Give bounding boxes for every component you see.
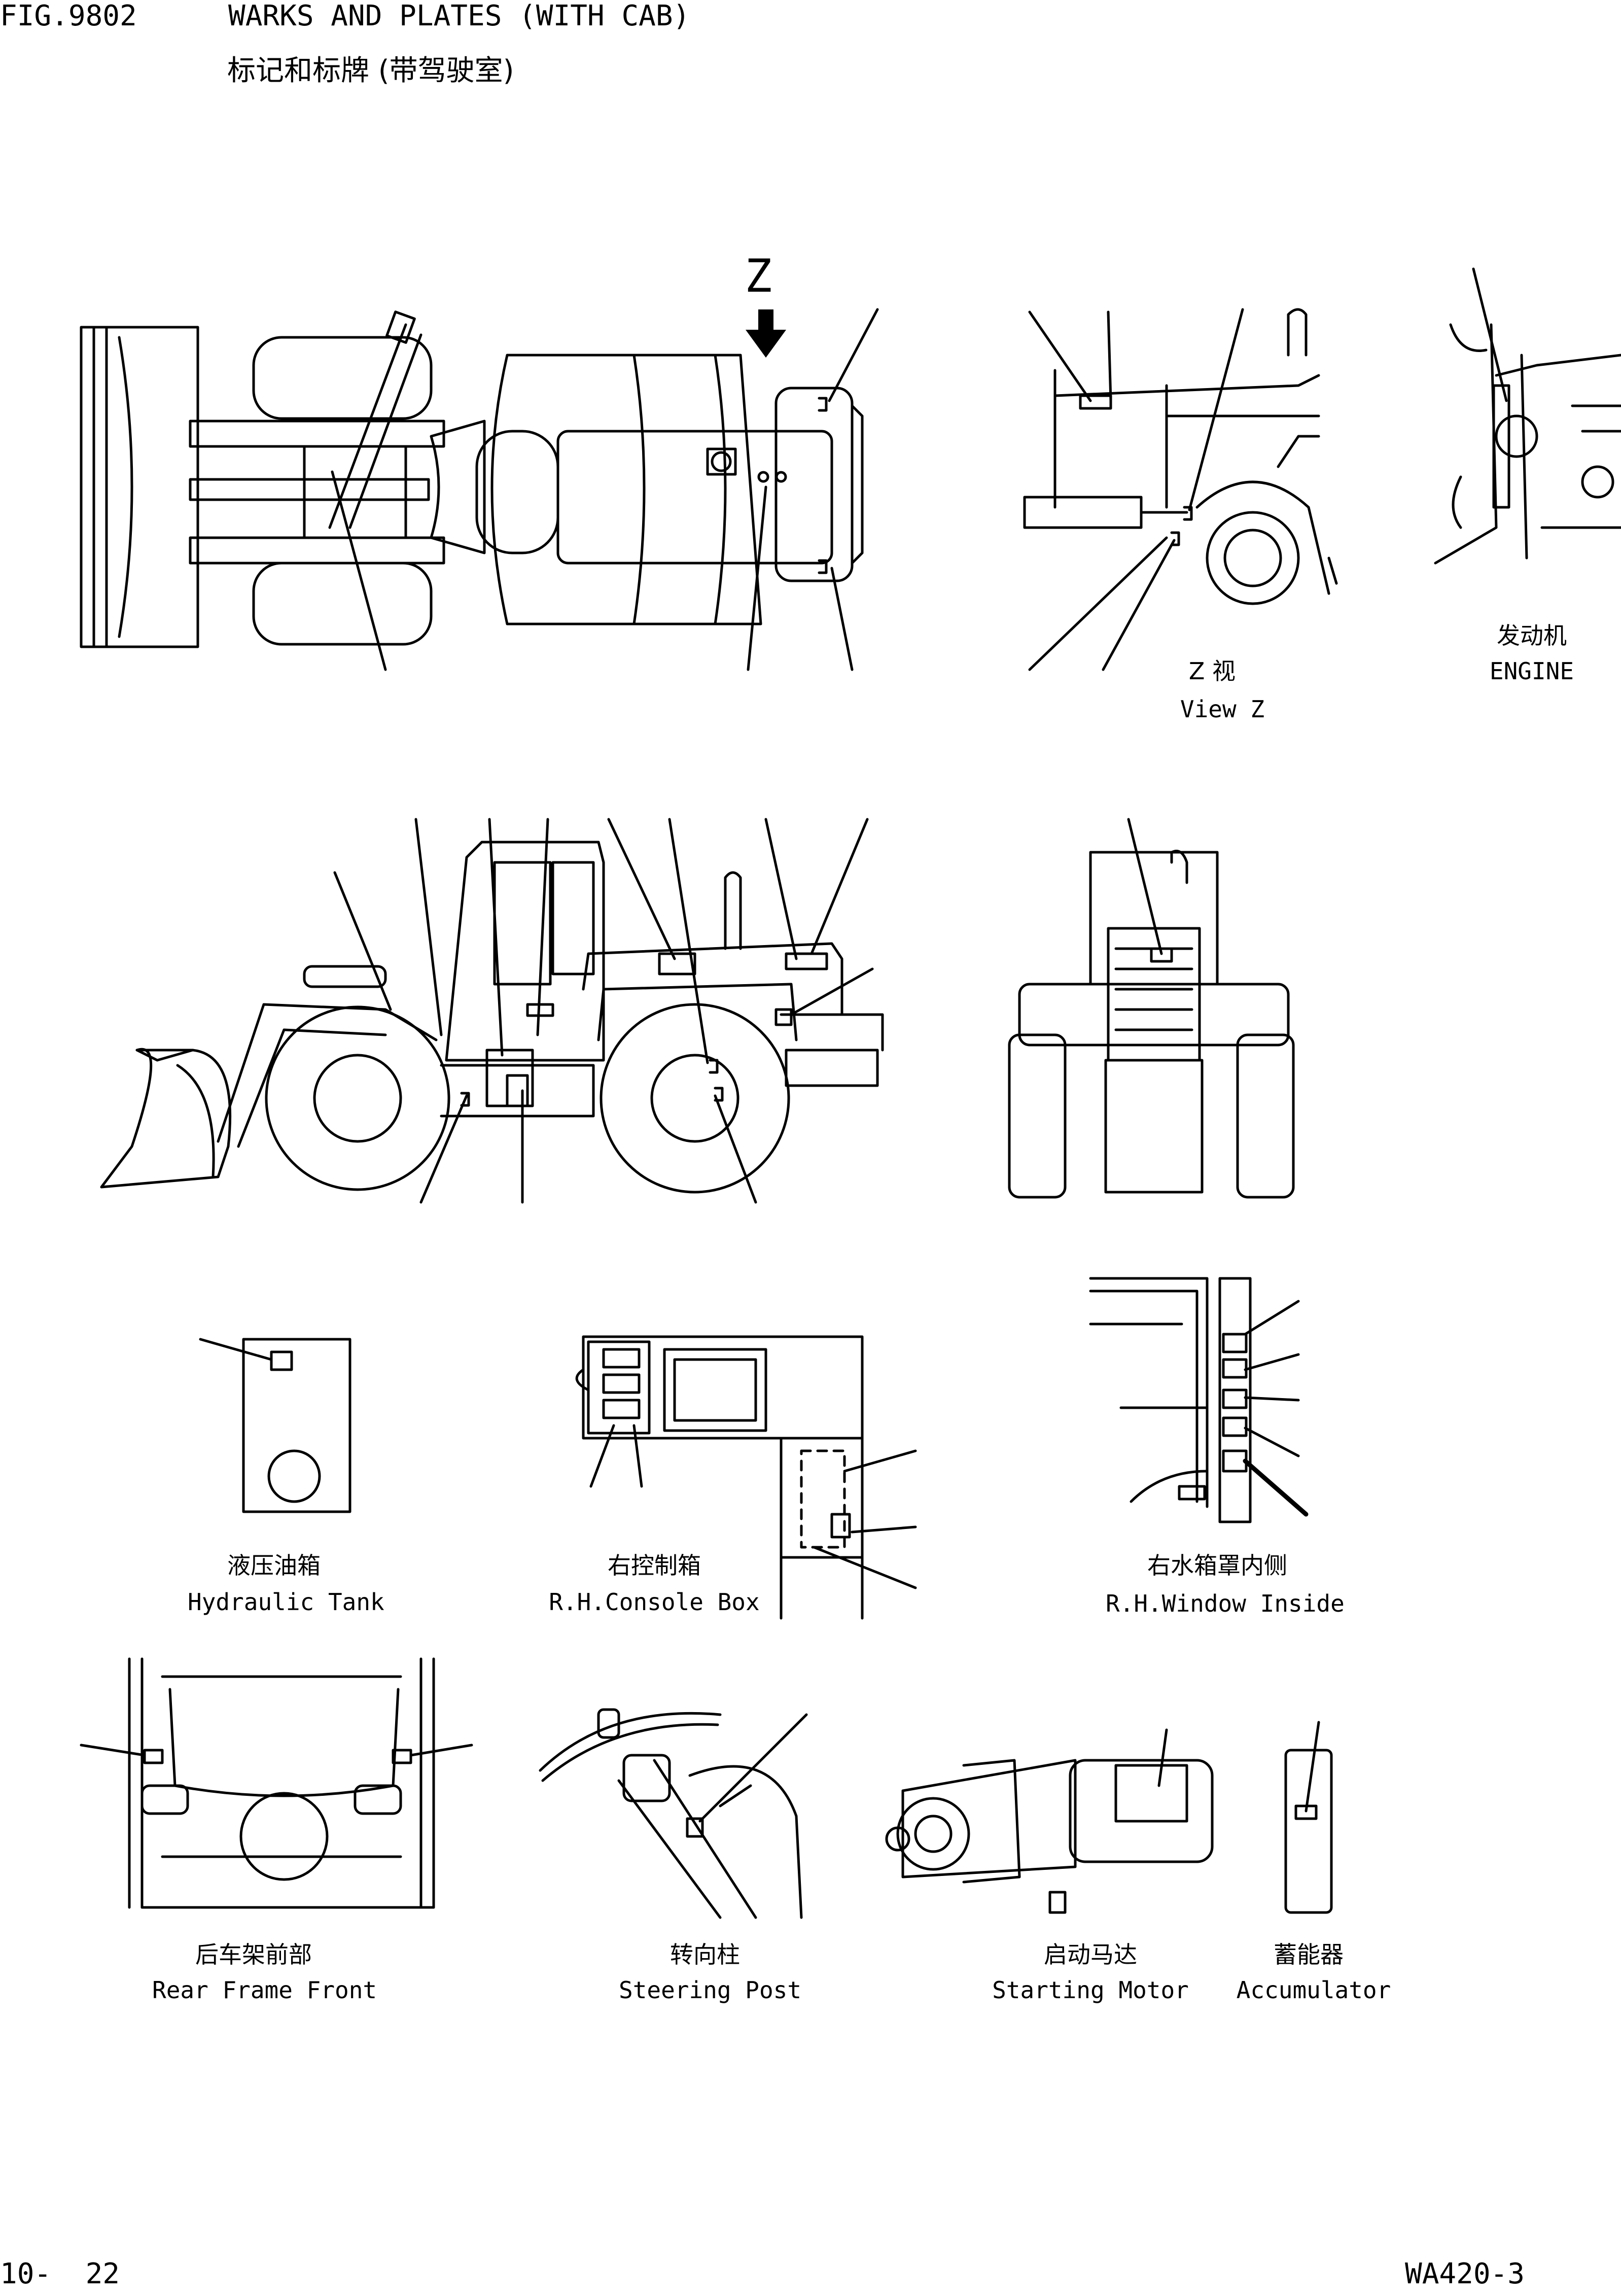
window-inside-label-en: R.H.Window Inside <box>1106 1590 1345 1617</box>
rear-frame-label-en: Rear Frame Front <box>152 1976 377 2004</box>
loader-side-view <box>101 819 883 1202</box>
steering-post-label-cn: 转向柱 <box>670 1941 740 1968</box>
accumulator-drawing <box>1286 1722 1331 1912</box>
figure-number: FIG.9802 <box>0 0 137 32</box>
model-number: WA420-3 <box>1405 2257 1525 2290</box>
window-inside-label-cn: 右水箱罩内侧 <box>1147 1552 1287 1579</box>
rear-frame-label-cn: 后车架前部 <box>195 1941 312 1968</box>
loader-top-view <box>81 309 877 670</box>
console-box-label-en: R.H.Console Box <box>549 1588 760 1616</box>
page-number: 10- 22 <box>0 2257 120 2290</box>
page-title-cn: 标记和标牌 (带驾驶室) <box>227 54 514 87</box>
starting-motor-label-en: Starting Motor <box>992 1976 1189 2004</box>
view-z-drawing <box>1025 309 1336 670</box>
engine-drawing <box>1435 269 1621 563</box>
starting-motor-drawing <box>887 1730 1212 1912</box>
starting-motor-label-cn: 启动马达 <box>1044 1941 1137 1968</box>
accumulator-label-en: Accumulator <box>1236 1976 1391 2004</box>
engine-label-cn: 发动机 <box>1497 622 1567 649</box>
rear-frame-drawing <box>81 1659 472 1907</box>
page-title-en: WARKS AND PLATES (WITH CAB) <box>228 0 690 32</box>
console-box-drawing <box>577 1337 915 1618</box>
view-z-label-cn: Z 视 <box>1188 657 1236 685</box>
accumulator-label-cn: 蓄能器 <box>1274 1941 1344 1968</box>
hydraulic-tank-drawing <box>200 1339 350 1512</box>
console-box-label-cn: 右控制箱 <box>608 1552 701 1579</box>
view-z-arrow <box>746 309 786 358</box>
window-inside-drawing <box>1090 1278 1306 1522</box>
steering-post-drawing <box>540 1710 806 1918</box>
hydraulic-tank-label-en: Hydraulic Tank <box>188 1588 384 1616</box>
view-z-letter: Z <box>745 250 772 303</box>
view-z-label-en: View Z <box>1180 695 1265 723</box>
hydraulic-tank-label-cn: 液压油箱 <box>227 1552 321 1579</box>
steering-post-label-en: Steering Post <box>619 1976 802 2004</box>
loader-front-view <box>1009 819 1293 1197</box>
engine-label-en: ENGINE <box>1489 657 1574 685</box>
